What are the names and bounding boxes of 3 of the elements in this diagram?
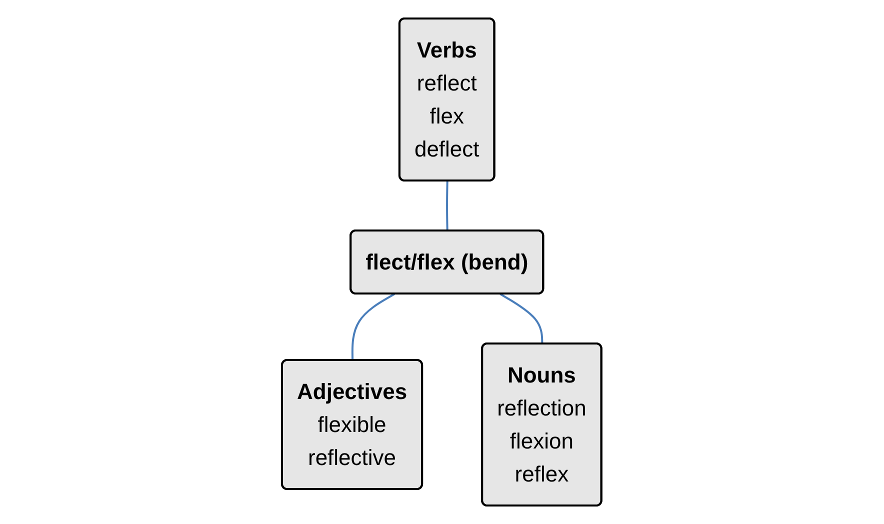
connector [500, 293, 544, 344]
connector [352, 293, 396, 361]
connector [446, 180, 449, 232]
